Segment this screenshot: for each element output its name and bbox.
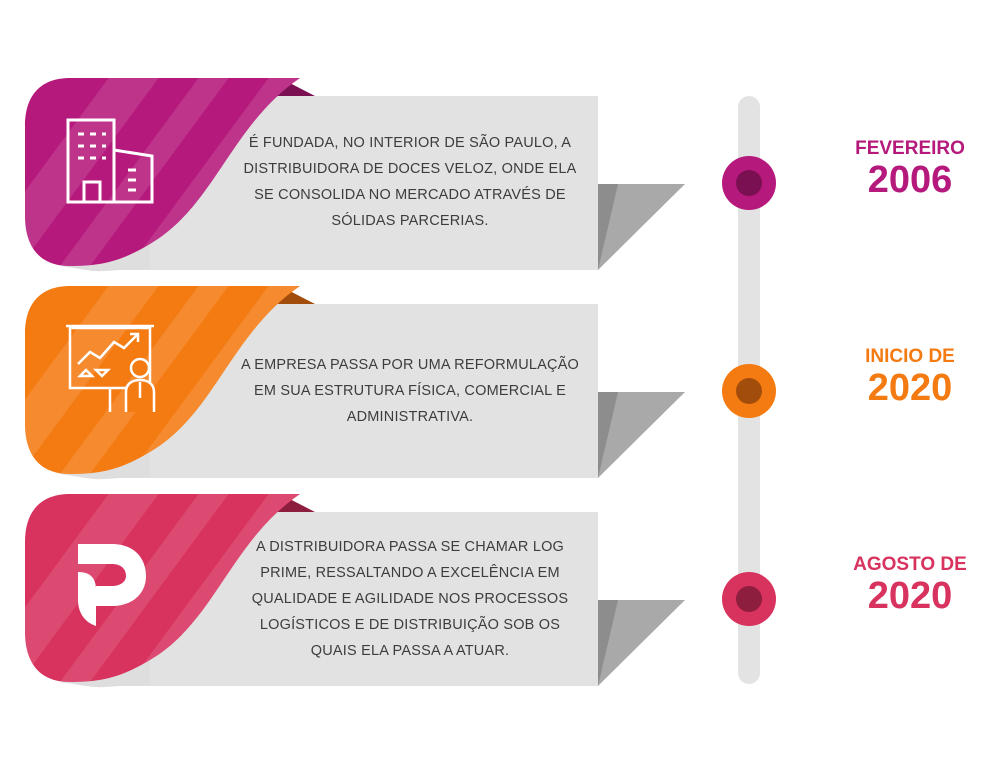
office-building-icon bbox=[66, 118, 154, 204]
log-prime-p-logo-icon bbox=[78, 544, 146, 626]
event-1-description: É FUNDADA, NO INTERIOR DE SÃO PAULO, A D… bbox=[243, 135, 577, 229]
timeline-dot-2 bbox=[722, 364, 776, 418]
event-1-year: 2006 bbox=[867, 159, 953, 201]
event-3-date: AGOSTO DE 2020 bbox=[840, 554, 980, 616]
timeline-item-2: A EMPRESA PASSA POR UMA REFORMULAÇÃO EM … bbox=[0, 284, 1000, 494]
item-3-shape bbox=[25, 494, 685, 688]
timeline-dot-1 bbox=[722, 156, 776, 210]
event-1-date: FEVEREIRO 2006 bbox=[840, 138, 980, 200]
event-3-year: 2020 bbox=[867, 575, 953, 617]
event-3-month: AGOSTO DE bbox=[853, 554, 967, 575]
event-2-month: INICIO DE bbox=[865, 346, 955, 367]
timeline-item-3: A DISTRIBUIDORA PASSA SE CHAMAR LOG PRIM… bbox=[0, 492, 1000, 702]
timeline-item-1: É FUNDADA, NO INTERIOR DE SÃO PAULO, A D… bbox=[0, 76, 1000, 286]
event-2-date: INICIO DE 2020 bbox=[840, 346, 980, 408]
item-1-shape bbox=[25, 78, 685, 272]
presentation-board-icon bbox=[66, 324, 156, 412]
event-2-year: 2020 bbox=[867, 367, 953, 409]
timeline-dot-3 bbox=[722, 572, 776, 626]
event-3-description: A DISTRIBUIDORA PASSA SE CHAMAR LOG PRIM… bbox=[251, 539, 569, 659]
event-2-description: A EMPRESA PASSA POR UMA REFORMULAÇÃO EM … bbox=[240, 357, 580, 425]
event-1-month: FEVEREIRO bbox=[855, 138, 965, 159]
item-2-shape bbox=[25, 286, 685, 480]
